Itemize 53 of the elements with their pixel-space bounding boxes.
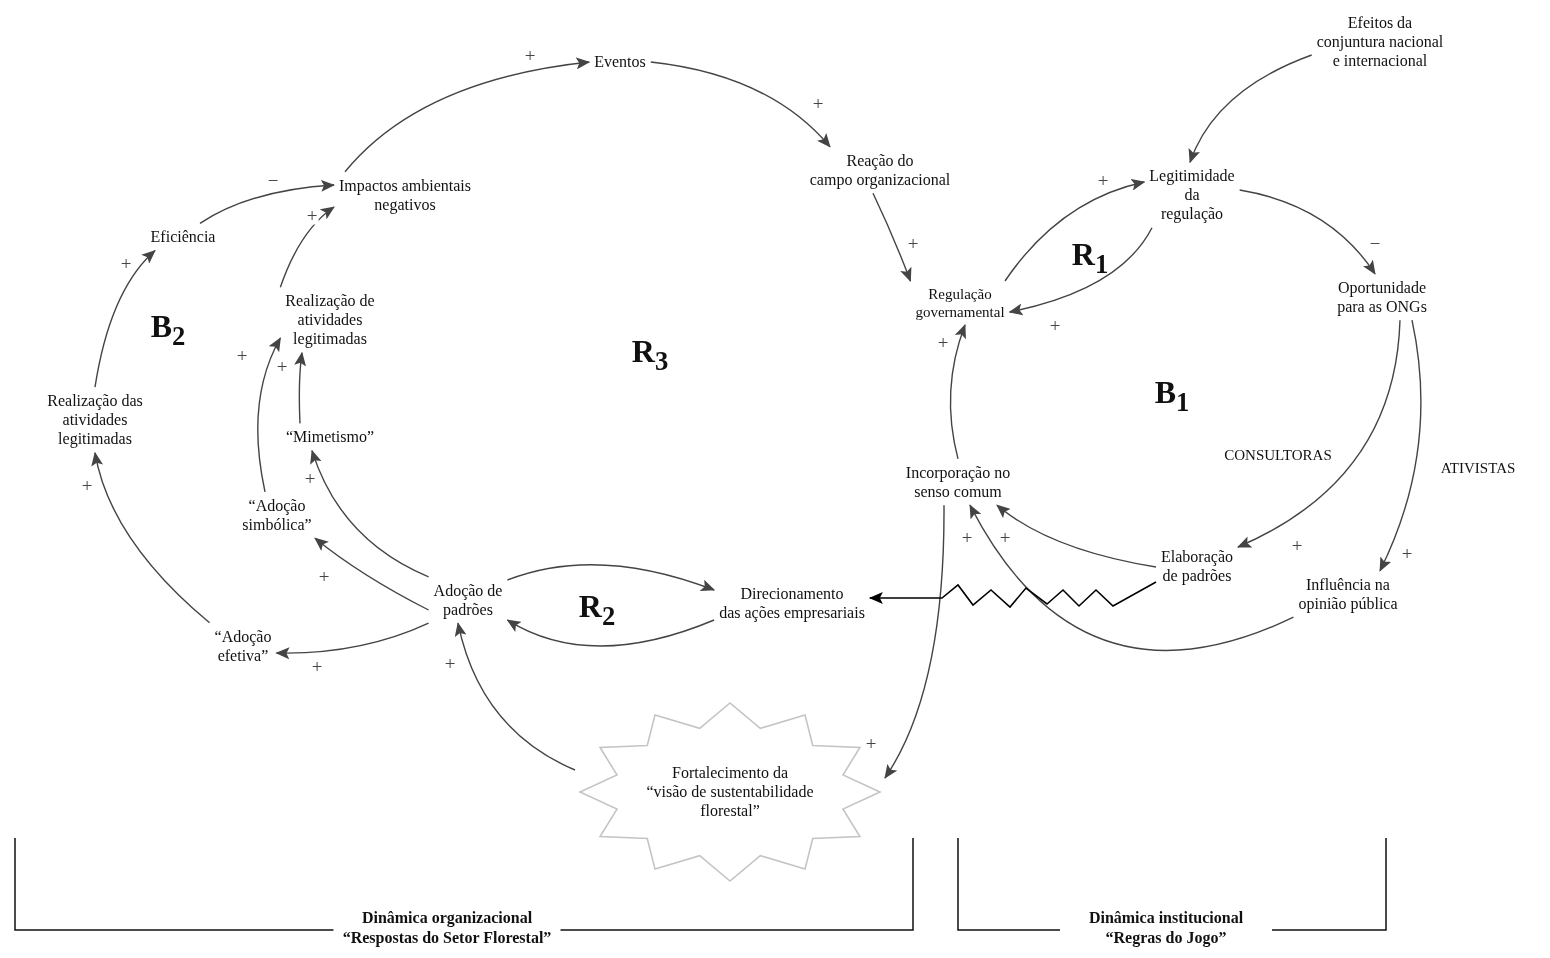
- causal-arrow: [257, 337, 282, 493]
- loop-label: B$_{2}$: [150, 308, 186, 352]
- causal-arrow: [310, 449, 430, 578]
- loop-label: R$_{1}$: [1071, 236, 1109, 280]
- variable-label: Eficiência: [148, 226, 218, 248]
- variable-label: Eventos: [592, 51, 648, 73]
- causal-arrow: [949, 324, 967, 460]
- variable-label: Impactos ambientais negativos: [337, 174, 473, 216]
- causal-arrow: [275, 622, 430, 660]
- causal-arrow: [199, 180, 335, 225]
- loop-label: B$_{1}$: [1154, 374, 1190, 418]
- branch-label: ATIVISTAS: [1440, 459, 1516, 477]
- causal-arrow: [91, 451, 211, 624]
- causal-arrow: [344, 57, 591, 173]
- causal-arrow: [872, 192, 912, 282]
- variable-label: “Mimetismo”: [284, 426, 376, 448]
- variable-label: Efeitos da conjuntura nacional e internacional: [1314, 12, 1446, 72]
- causal-arrow: [884, 504, 945, 779]
- branch-label: CONSULTORAS: [1224, 446, 1332, 464]
- causal-arrow: [506, 564, 716, 592]
- causal-arrow: [455, 622, 576, 771]
- causal-arrow: [1379, 319, 1422, 572]
- variable-label: Realização de atividades legitimadas: [283, 290, 377, 350]
- variable-label: Influência na opinião pública: [1296, 573, 1400, 615]
- causal-arrow: [1004, 179, 1146, 282]
- burst-node: [578, 701, 882, 883]
- variable-label: Realização das atividades legitimadas: [45, 390, 145, 450]
- variable-label: Incorporação no senso comum: [903, 461, 1013, 503]
- variable-label: Oportunidade para as ONGs: [1335, 276, 1429, 318]
- variable-label: Direcionamento das ações empresariais: [717, 582, 867, 624]
- variable-label: Regulação governamental: [913, 284, 1007, 322]
- causal-arrow: [506, 619, 715, 647]
- causal-arrow: [314, 537, 430, 611]
- variable-label: Elaboração de padrões: [1159, 545, 1235, 587]
- causal-arrow: [94, 249, 156, 388]
- variable-label: “Adoção simbólica”: [240, 494, 314, 536]
- loop-label: R$_{2}$: [578, 588, 616, 632]
- variable-label: Reação do campo organizacional: [807, 149, 953, 191]
- variable-label: Legitimidade da regulação: [1147, 165, 1237, 225]
- causal-arrow: [650, 61, 831, 148]
- causal-arrow: [294, 351, 307, 425]
- causal-arrow: [1238, 189, 1376, 275]
- variable-label: Fortalecimento da “visão de sustentabilidade florestal”: [646, 763, 814, 821]
- causal-arrow: [1237, 319, 1401, 548]
- causal-arrow: [996, 504, 1157, 568]
- variable-label: “Adoção efetiva”: [212, 625, 274, 667]
- causal-arrow: [969, 504, 1295, 652]
- loop-label: R$_{3}$: [631, 333, 669, 377]
- variable-label: Adoção de padrões: [431, 579, 505, 621]
- zigzag-arrow: [868, 581, 1157, 609]
- causal-arrow: [279, 206, 335, 288]
- causal-arrow: [1189, 54, 1313, 164]
- causal-arrow: [1008, 227, 1153, 316]
